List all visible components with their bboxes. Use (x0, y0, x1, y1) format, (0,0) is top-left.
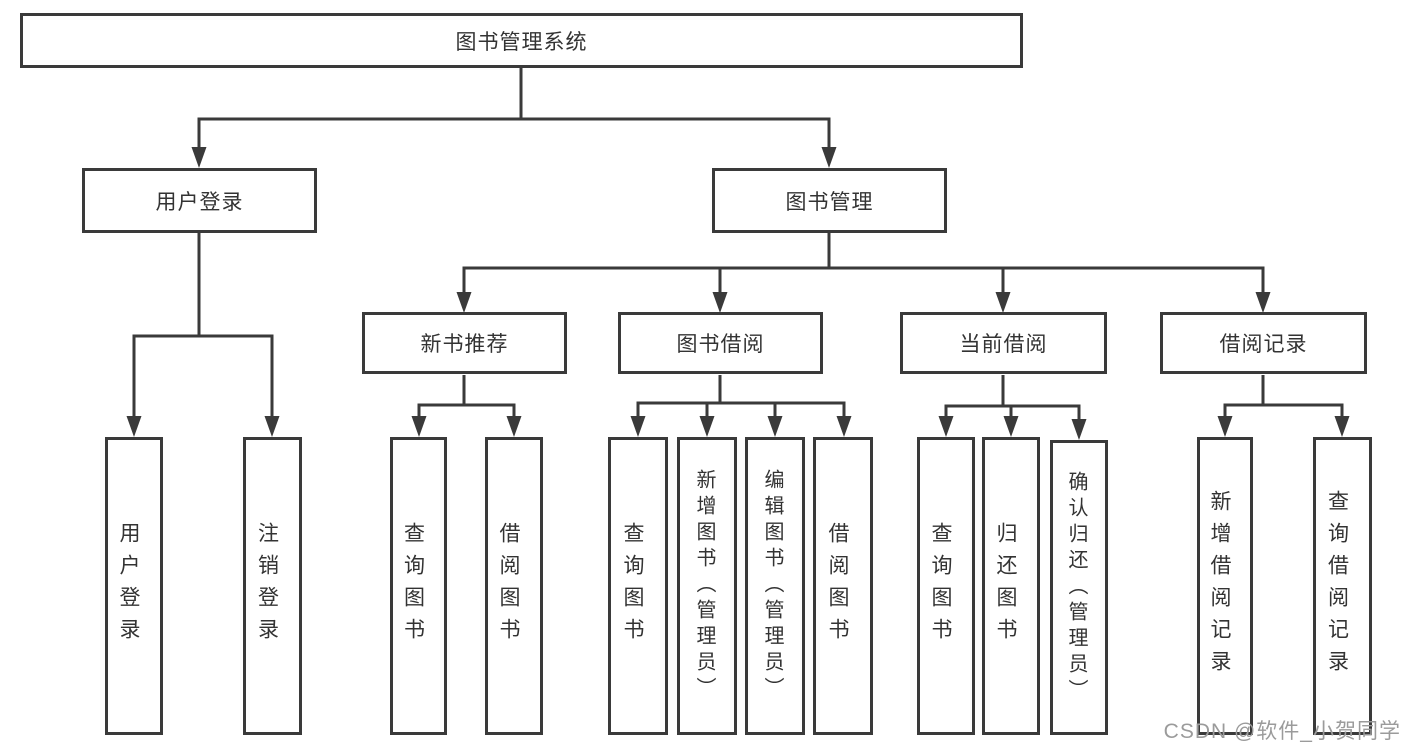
node-label: 用户登录 (155, 190, 244, 214)
node-label: 图书管理系统 (455, 30, 588, 54)
node-query-books-borrow: 查询图书 (608, 437, 668, 735)
node-label: 新书推荐 (420, 333, 509, 356)
node-user-login: 用户登录 (105, 437, 163, 735)
node-book-borrow: 图书借阅 (618, 312, 823, 374)
node-label: 图书管理 (785, 190, 874, 214)
node-query-borrow-record: 查询借阅记录 (1313, 437, 1372, 735)
node-edit-book-admin: 编辑图书（管理员） (745, 437, 805, 735)
node-label: 查询图书 (929, 522, 952, 650)
node-label: 当前借阅 (959, 333, 1048, 356)
node-label: 新增图书（管理员） (693, 469, 715, 703)
node-return-book: 归还图书 (982, 437, 1040, 735)
node-current-borrow: 当前借阅 (900, 312, 1107, 374)
node-logout: 注销登录 (243, 437, 302, 735)
node-label: 编辑图书（管理员） (761, 469, 783, 703)
node-add-book-admin: 新增图书（管理员） (677, 437, 737, 735)
csdn-watermark: CSDN @软件_小贺同学 (1163, 720, 1401, 743)
node-book-management: 图书管理 (712, 168, 947, 233)
node-label: 新增借阅记录 (1208, 490, 1231, 682)
node-label: 用户登录 (117, 522, 140, 650)
node-query-books-recommend: 查询图书 (390, 437, 447, 735)
node-label: 查询图书 (401, 522, 425, 650)
node-library-management-system: 图书管理系统 (20, 13, 1023, 68)
node-query-books-current: 查询图书 (917, 437, 975, 735)
node-label: 查询图书 (621, 522, 644, 650)
node-label: 图书借阅 (676, 333, 765, 356)
node-new-book-recommend: 新书推荐 (362, 312, 567, 374)
node-label: 注销登录 (255, 522, 279, 650)
node-user-login-group: 用户登录 (82, 168, 317, 233)
node-label: 确认归还（管理员） (1065, 470, 1087, 705)
node-borrow-books: 借阅图书 (813, 437, 873, 735)
node-label: 归还图书 (994, 522, 1017, 650)
node-label: 查询借阅记录 (1325, 490, 1349, 682)
node-confirm-return-admin: 确认归还（管理员） (1050, 440, 1108, 735)
node-label: 借阅记录 (1219, 333, 1308, 356)
node-add-borrow-record: 新增借阅记录 (1197, 437, 1253, 735)
node-label: 借阅图书 (497, 522, 520, 650)
node-borrow-record: 借阅记录 (1160, 312, 1367, 374)
node-borrow-books-recommend: 借阅图书 (485, 437, 543, 735)
node-label: 借阅图书 (826, 522, 849, 650)
